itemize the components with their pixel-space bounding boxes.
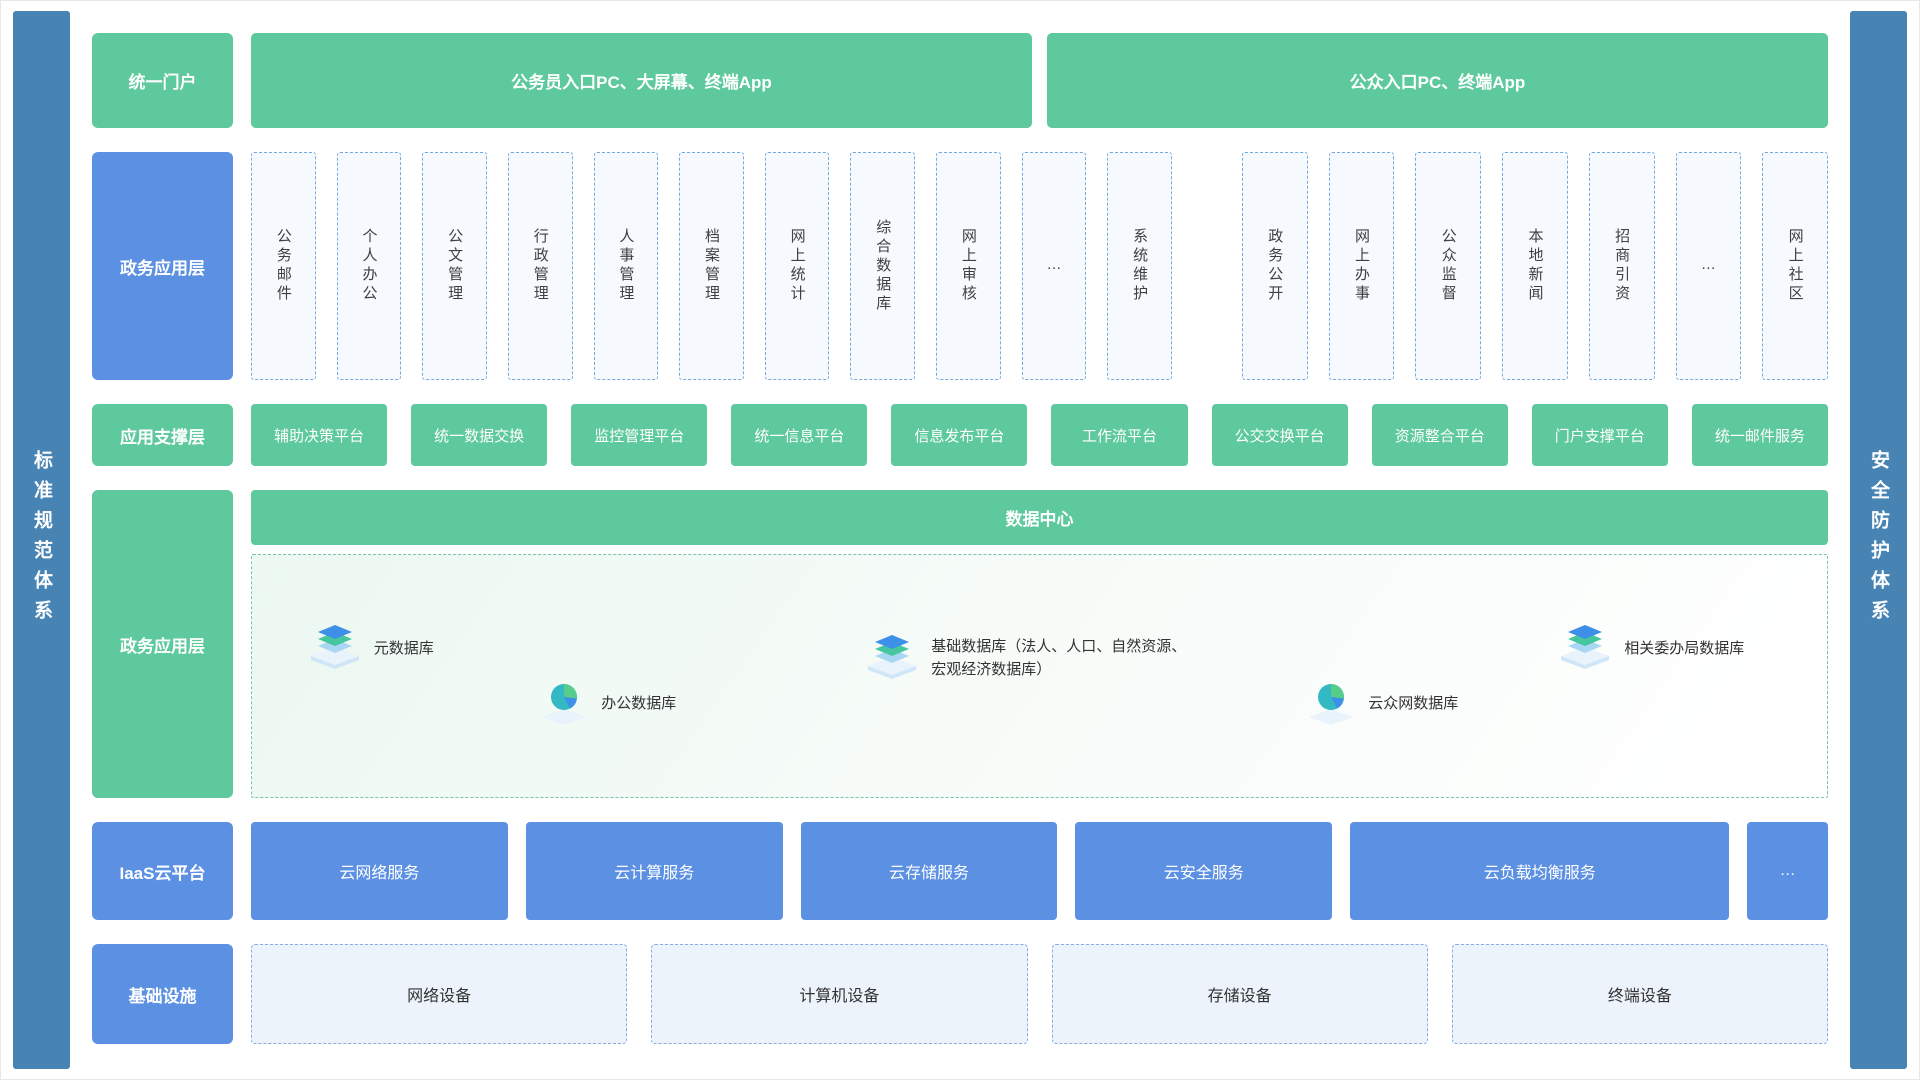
support-box: 资源整合平台 (1371, 404, 1508, 466)
infra-box: 终端设备 (1451, 944, 1828, 1044)
data-center-header: 数据中心 (251, 490, 1828, 545)
app-box-ellipsis: … (1021, 152, 1087, 380)
app-box: 招商引资 (1588, 152, 1655, 380)
portal-row: 统一门户 公务员入口PC、大屏幕、终端App 公众入口PC、终端App (92, 33, 1828, 128)
gov-entry-box: 公务员入口PC、大屏幕、终端App (251, 33, 1032, 128)
infra-box: 计算机设备 (651, 944, 1028, 1044)
app-box: 综合数据库 (850, 152, 915, 380)
support-box: 工作流平台 (1051, 404, 1188, 466)
iaas-box: 云网络服务 (251, 822, 508, 920)
app-box: 公文管理 (422, 152, 487, 380)
iaas-boxes: 云网络服务 云计算服务 云存储服务 云安全服务 云负载均衡服务 … (251, 822, 1828, 920)
iaas-box: 云存储服务 (800, 822, 1058, 920)
app-layer-row: 政务应用层 公务邮件 个人办公 公文管理 行政管理 人事管理 档案管理 网上统计… (92, 152, 1828, 380)
support-box: 辅助决策平台 (251, 404, 388, 466)
infra-label: 基础设施 (92, 944, 233, 1044)
support-box: 统一信息平台 (731, 404, 868, 466)
left-pillar-label: 标准规范体系 (31, 450, 52, 630)
infra-box: 网络设备 (251, 944, 628, 1044)
database-layers-icon (309, 625, 361, 673)
support-box: 门户支撑平台 (1531, 404, 1668, 466)
database-pie-icon (540, 681, 588, 727)
db-label: 相关委办局数据库 (1624, 639, 1745, 657)
database-pie-icon (1307, 681, 1355, 727)
app-box: 个人办公 (336, 152, 402, 380)
main-content: 统一门户 公务员入口PC、大屏幕、终端App 公众入口PC、终端App 政务应用… (92, 11, 1828, 1069)
support-box: 统一数据交换 (411, 404, 548, 466)
iaas-box-ellipsis: … (1747, 822, 1828, 920)
app-box: 网上审核 (936, 152, 1001, 380)
app-box: 网上社区 (1762, 152, 1828, 380)
db-committee: 相关委办局数据库 (1559, 625, 1744, 673)
data-center-area: 元数据库 办公数据库 (251, 554, 1828, 798)
iaas-box: 云计算服务 (525, 822, 783, 920)
iaas-label: IaaS云平台 (92, 822, 233, 920)
app-box: 本地新闻 (1502, 152, 1568, 380)
left-pillar-standards: 标准规范体系 (13, 11, 70, 1069)
app-box: 公众监督 (1415, 152, 1482, 380)
database-layers-icon (866, 634, 918, 683)
app-box-ellipsis: … (1675, 152, 1742, 380)
right-pillar-security: 安全防护体系 (1850, 11, 1907, 1069)
db-cloud: 云众网数据库 (1307, 681, 1458, 727)
support-box: 统一邮件服务 (1691, 404, 1828, 466)
db-meta: 元数据库 (309, 625, 434, 673)
data-layer-row: 政务应用层 数据中心 (92, 490, 1828, 798)
db-basic: 基础数据库（法人、人口、自然资源、宏观经济数据库） (866, 634, 1189, 683)
db-label: 基础数据库（法人、人口、自然资源、宏观经济数据库） (931, 638, 1187, 678)
data-layer-label: 政务应用层 (92, 490, 233, 798)
support-box: 信息发布平台 (891, 404, 1028, 466)
app-box: 人事管理 (593, 152, 659, 380)
iaas-box: 云负载均衡服务 (1350, 822, 1730, 920)
app-box: 政务公开 (1241, 152, 1308, 380)
db-label: 元数据库 (373, 639, 434, 657)
database-layers-icon (1559, 625, 1611, 673)
public-entry-box: 公众入口PC、终端App (1047, 33, 1828, 128)
db-label: 办公数据库 (601, 694, 677, 712)
app-box: 行政管理 (507, 152, 573, 380)
support-layer-row: 应用支撑层 辅助决策平台 统一数据交换 监控管理平台 统一信息平台 信息发布平台… (92, 404, 1828, 466)
app-group-public: 政务公开 网上办事 公众监督 本地新闻 招商引资 … 网上社区 (1241, 152, 1828, 380)
db-label: 云众网数据库 (1368, 694, 1459, 712)
support-box: 监控管理平台 (571, 404, 708, 466)
app-box: 档案管理 (679, 152, 744, 380)
app-layer-boxes: 公务邮件 个人办公 公文管理 行政管理 人事管理 档案管理 网上统计 综合数据库… (251, 152, 1828, 380)
infra-box: 存储设备 (1051, 944, 1428, 1044)
portal-entries: 公务员入口PC、大屏幕、终端App 公众入口PC、终端App (251, 33, 1828, 128)
app-box: 网上办事 (1328, 152, 1395, 380)
data-center: 数据中心 元数据库 (251, 490, 1828, 798)
support-layer-label: 应用支撑层 (92, 404, 233, 466)
portal-row-label: 统一门户 (92, 33, 233, 128)
app-layer-label: 政务应用层 (92, 152, 233, 380)
right-pillar-label: 安全防护体系 (1868, 450, 1889, 630)
app-box: 网上统计 (764, 152, 830, 380)
app-group-internal: 公务邮件 个人办公 公文管理 行政管理 人事管理 档案管理 网上统计 综合数据库… (251, 152, 1172, 380)
iaas-box: 云安全服务 (1075, 822, 1333, 920)
app-box: 公务邮件 (251, 152, 316, 380)
infra-boxes: 网络设备 计算机设备 存储设备 终端设备 (251, 944, 1828, 1044)
app-box: 系统维护 (1107, 152, 1172, 380)
iaas-row: IaaS云平台 云网络服务 云计算服务 云存储服务 云安全服务 云负载均衡服务 … (92, 822, 1828, 920)
infra-row: 基础设施 网络设备 计算机设备 存储设备 终端设备 (92, 944, 1828, 1044)
db-office: 办公数据库 (540, 681, 676, 727)
support-layer-boxes: 辅助决策平台 统一数据交换 监控管理平台 统一信息平台 信息发布平台 工作流平台… (251, 404, 1828, 466)
support-box: 公交交换平台 (1211, 404, 1348, 466)
